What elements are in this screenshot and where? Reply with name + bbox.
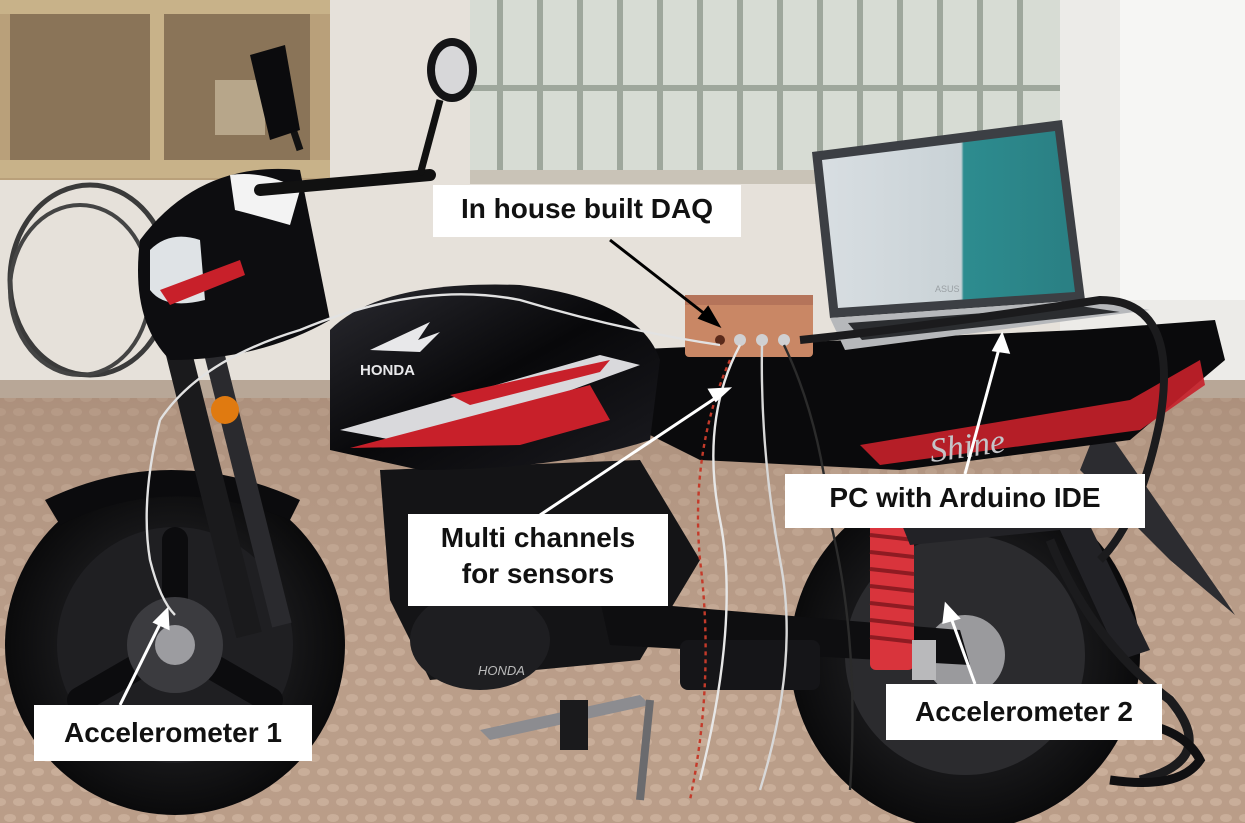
multi-channel-label-line1: Multi channels <box>440 522 636 553</box>
accelerometer2-label: Accelerometer 2 <box>886 684 1162 740</box>
laptop-logo: ASUS <box>935 284 960 294</box>
multi-channel-label: Multi channels for sensors <box>408 514 668 606</box>
daq-label: In house built DAQ <box>433 185 741 237</box>
multi-channel-arrow <box>539 393 721 517</box>
daq-arrow <box>609 238 711 320</box>
accelerometer1-label: Accelerometer 1 <box>34 705 312 761</box>
pc-arrow <box>963 344 1002 475</box>
engine-logo: HONDA <box>478 663 525 678</box>
multi-channel-label-line2: for sensors <box>461 558 615 589</box>
accelerometer2-arrow <box>948 614 977 685</box>
pc-label: PC with Arduino IDE <box>785 474 1145 528</box>
tank-logo: HONDA <box>360 362 415 379</box>
accelerometer1-arrow <box>118 619 164 706</box>
